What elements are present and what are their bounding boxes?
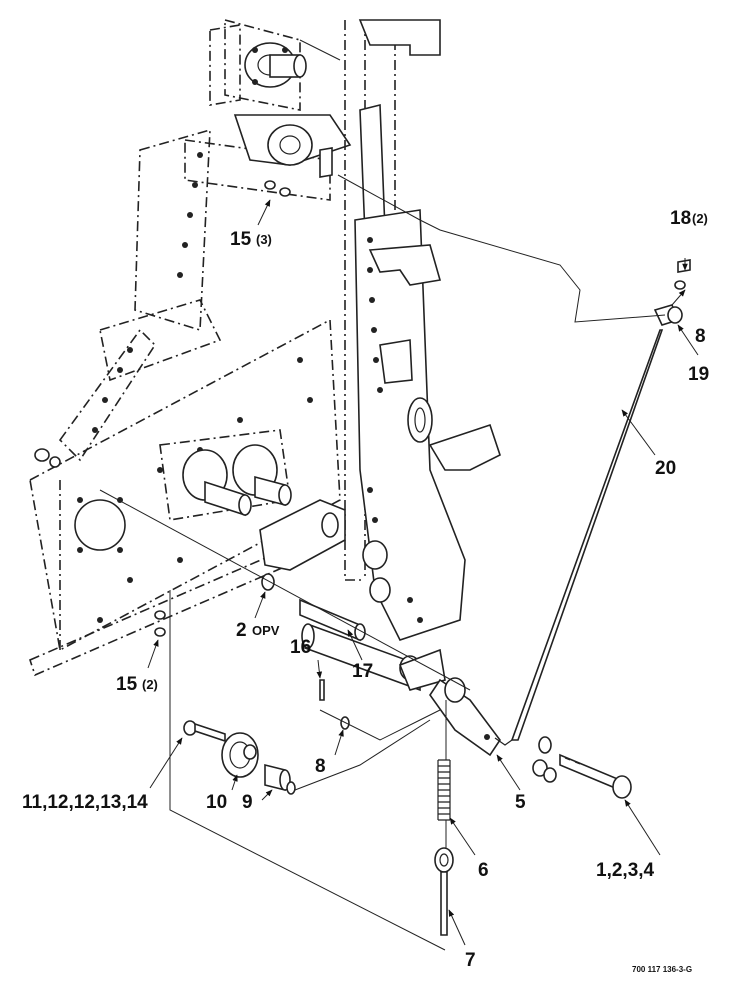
callout-2-opv: OPV [252,623,280,638]
washers [34,180,350,795]
callout-18-qty: (2) [692,211,708,226]
idler-arm[interactable] [301,623,501,757]
callout-labels: 1,2,3,4 2 OPV 5 6 7 8 8 9 10 11,12,12,13… [22,208,709,974]
right-side-plate [354,209,501,641]
callout-20: 20 [655,458,676,479]
callout-7: 7 [465,950,476,971]
callout-10: 10 [206,792,227,813]
bolt-11[interactable] [183,720,226,743]
twin-bearing-shafts [159,429,292,521]
callout-2: 2 [236,620,247,641]
callout-18: 18 [670,208,691,229]
callout-15-upper: 15 [230,229,252,250]
rod[interactable] [494,304,683,746]
callout-17: 17 [352,661,373,682]
nut-18[interactable] [674,259,691,290]
callout-5: 5 [515,792,526,813]
callout-8-lower: 8 [315,756,326,777]
callout-9: 9 [242,792,253,813]
assembly-lines [99,39,666,951]
callout-15-lower: 15 [116,674,138,695]
bolt-assembly[interactable] [532,736,632,799]
bushing-9[interactable] [264,763,291,792]
callout-15-lower-qty: (2) [142,677,158,692]
spring-6[interactable] [437,759,451,821]
callout-15-upper-qty: (3) [256,232,272,247]
callout-8-upper: 8 [695,326,706,347]
callout-arrows [147,199,699,946]
spacer-17[interactable] [299,598,366,642]
pulley-10[interactable] [221,732,259,778]
eyebolt-7[interactable] [434,847,454,936]
upper-frame [58,18,331,462]
callout-11: 11,12,12,13,14 [22,792,148,813]
figure-id: 700 117 136-3-G [632,965,692,974]
callout-6: 6 [478,860,489,881]
callout-1-2-3-4: 1,2,3,4 [596,860,655,881]
lower-frame-plate [29,318,341,677]
callout-16: 16 [290,637,311,658]
upper-bearing-assembly [233,42,352,178]
mounting-bracket [259,499,346,571]
callout-19: 19 [688,364,709,385]
